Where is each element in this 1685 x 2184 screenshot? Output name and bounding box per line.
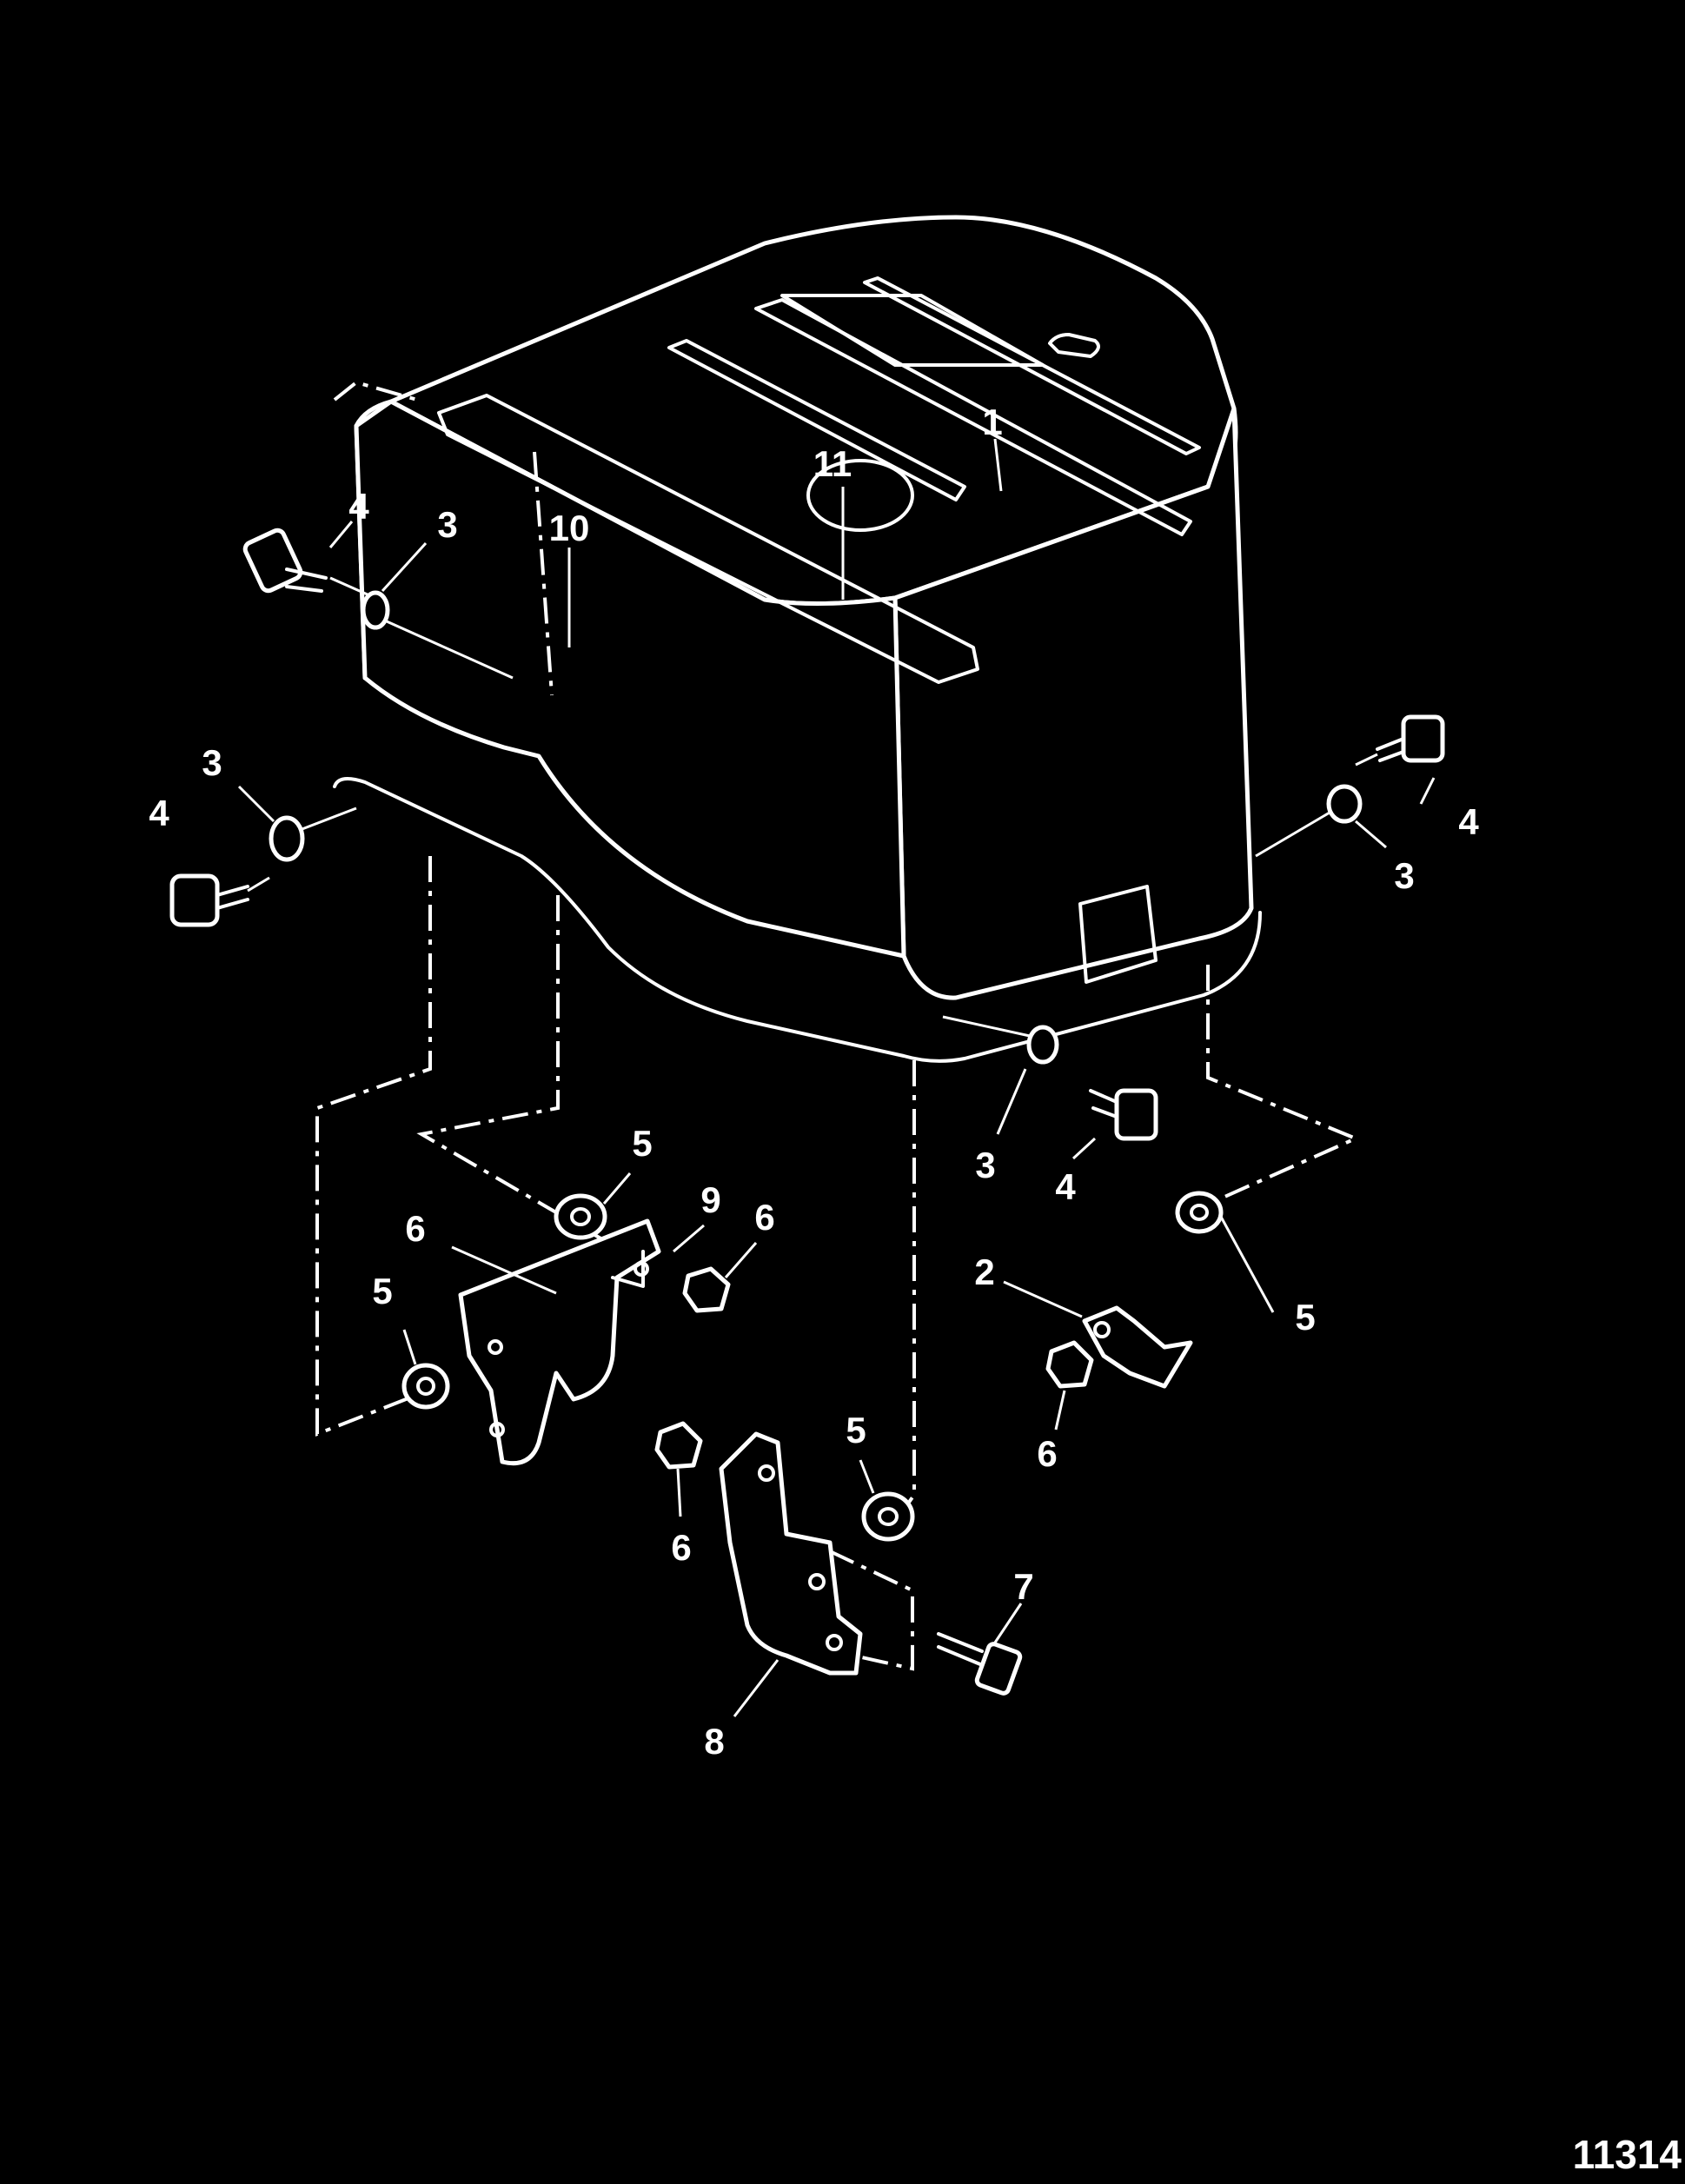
callout-11: 11 <box>813 443 852 484</box>
callout-5-left: 5 <box>372 1271 392 1311</box>
grommet-right <box>1175 1191 1224 1234</box>
washer-left <box>269 807 357 862</box>
bracket-8 <box>719 1431 863 1676</box>
callout-6-right: 6 <box>1037 1433 1057 1474</box>
nut-right <box>1045 1340 1094 1389</box>
callout-4-front: 4 <box>1055 1166 1076 1207</box>
screw-left <box>169 873 270 927</box>
callout-10: 10 <box>549 508 590 548</box>
cover-front-skirt <box>892 406 1254 1000</box>
cover-panel-left <box>437 394 979 684</box>
bracket-9 <box>458 1218 661 1466</box>
callout-5-right: 5 <box>1295 1297 1315 1338</box>
callout-1: 1 <box>982 402 1002 442</box>
callout-4-right: 4 <box>1458 801 1479 842</box>
nut-lower-center <box>654 1421 703 1470</box>
callout-4-left: 4 <box>149 793 169 833</box>
callout-3-top-left: 3 <box>437 504 457 545</box>
cover-left-skirt <box>354 399 906 959</box>
cover-rib-1 <box>667 339 966 501</box>
callout-4-top-left: 4 <box>348 486 369 527</box>
callout-6-bracket: 6 <box>405 1208 425 1249</box>
grommet-left <box>401 1363 450 1410</box>
cover-side-window <box>1078 885 1158 984</box>
callout-3-front: 3 <box>975 1145 995 1185</box>
callout-9: 9 <box>700 1179 720 1220</box>
callout-6-right-of-bracket: 6 <box>754 1197 774 1238</box>
cover-slot <box>1048 333 1100 358</box>
callout-3-left: 3 <box>202 742 222 783</box>
washer-top-left <box>361 590 514 680</box>
callout-3-right: 3 <box>1394 855 1414 896</box>
screw-front <box>1089 1088 1158 1141</box>
screw-top-left <box>242 528 370 597</box>
grommet-center <box>861 1491 915 1542</box>
screw-right <box>1355 714 1445 767</box>
nut-right-of-bracket <box>682 1266 731 1313</box>
washer-front <box>942 1015 1059 1065</box>
cover-panel-right <box>754 298 1192 536</box>
callout-labels: 1 11 10 4 3 3 4 4 3 3 4 5 9 6 6 5 2 5 6 … <box>149 402 1682 2177</box>
cover-assembly <box>333 215 1262 1063</box>
alignment-lines <box>315 380 1361 1671</box>
callout-8: 8 <box>704 1721 724 1762</box>
bolt-7 <box>937 1632 1023 1696</box>
leader-lines <box>237 438 1436 1717</box>
bracket-2 <box>1082 1305 1193 1389</box>
cover-flange <box>333 777 1262 1063</box>
callout-7: 7 <box>1013 1566 1033 1607</box>
callout-2: 2 <box>974 1251 994 1292</box>
callout-6-lower: 6 <box>671 1527 691 1568</box>
grommet-upper <box>554 1193 607 1240</box>
washer-right <box>1255 784 1363 858</box>
cover-rib-3 <box>863 276 1201 455</box>
callout-5-center: 5 <box>846 1410 866 1450</box>
callout-5-upper: 5 <box>632 1123 652 1164</box>
cover-round-opening <box>806 459 914 532</box>
figure-number: 11314 <box>1573 2132 1682 2177</box>
